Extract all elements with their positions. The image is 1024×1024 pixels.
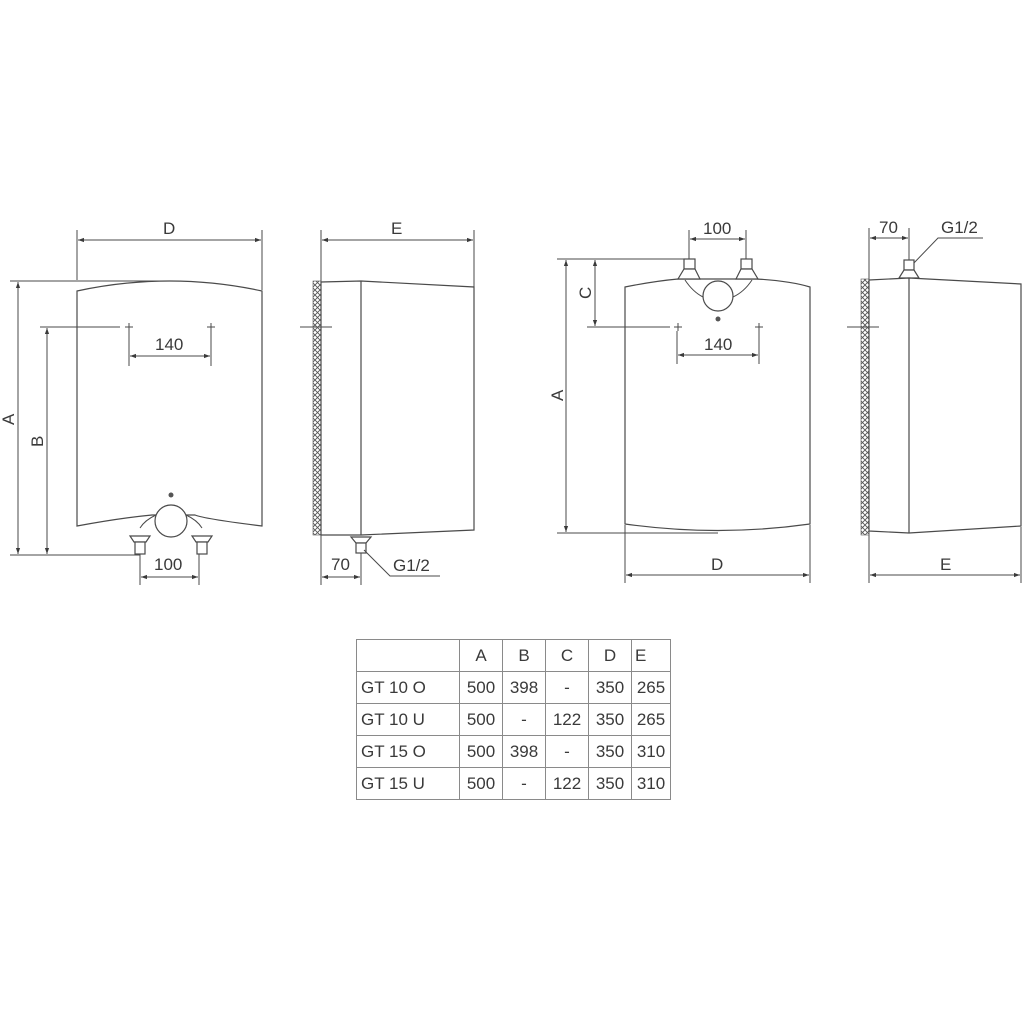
table-header-e: E — [631, 639, 671, 672]
dim-label-140: 140 — [155, 335, 183, 354]
cell-d: 350 — [588, 671, 632, 704]
cell-b: - — [502, 703, 546, 736]
dim-label-c: C — [576, 287, 595, 299]
table-header-c: C — [545, 639, 589, 672]
cell-c: 122 — [545, 767, 589, 800]
dimensions-table: A B C D E GT 10 O 500 398 - 350 265 GT 1… — [356, 639, 671, 800]
model-cell: GT 10 U — [356, 703, 460, 736]
cell-e: 310 — [631, 735, 671, 768]
table-row: GT 10 O 500 398 - 350 265 — [356, 671, 671, 704]
dim-label-a-under: A — [548, 389, 567, 401]
dim-label-e-under: E — [940, 555, 951, 574]
dim-label-b: B — [28, 436, 47, 447]
cell-a: 500 — [459, 671, 503, 704]
over-sink-side-view: E 70 G1/2 — [300, 219, 475, 585]
dim-label-140-under: 140 — [704, 335, 732, 354]
cell-a: 500 — [459, 767, 503, 800]
cell-e: 265 — [631, 703, 671, 736]
dim-label-70: 70 — [331, 555, 350, 574]
cell-e: 265 — [631, 671, 671, 704]
dim-label-100-top: 100 — [703, 219, 731, 238]
model-cell: GT 15 U — [356, 767, 460, 800]
cell-d: 350 — [588, 735, 632, 768]
under-sink-front-view: 100 A C 140 D — [548, 219, 811, 583]
dim-label-e: E — [391, 219, 402, 238]
cell-b: - — [502, 767, 546, 800]
table-header-row: A B C D E — [356, 639, 671, 672]
over-sink-front-view: D A B 140 100 — [0, 219, 263, 585]
cell-b: 398 — [502, 671, 546, 704]
under-sink-side-view: 70 G1/2 E — [847, 218, 1022, 583]
table-header-b: B — [502, 639, 546, 672]
cell-a: 500 — [459, 735, 503, 768]
thread-label-under: G1/2 — [941, 218, 978, 237]
cell-c: 122 — [545, 703, 589, 736]
table-header-a: A — [459, 639, 503, 672]
table-row: GT 10 U 500 - 122 350 265 — [356, 703, 671, 736]
dim-label-d: D — [163, 219, 175, 238]
dim-label-100: 100 — [154, 555, 182, 574]
thread-label: G1/2 — [393, 556, 430, 575]
cell-a: 500 — [459, 703, 503, 736]
dim-label-d-under: D — [711, 555, 723, 574]
table-row: GT 15 U 500 - 122 350 310 — [356, 767, 671, 800]
cell-c: - — [545, 671, 589, 704]
cell-b: 398 — [502, 735, 546, 768]
cell-d: 350 — [588, 703, 632, 736]
cell-e: 310 — [631, 767, 671, 800]
table-row: GT 15 O 500 398 - 350 310 — [356, 735, 671, 768]
model-cell: GT 10 O — [356, 671, 460, 704]
dim-label-a: A — [0, 413, 18, 425]
model-cell: GT 15 O — [356, 735, 460, 768]
dim-label-70-under: 70 — [879, 218, 898, 237]
cell-c: - — [545, 735, 589, 768]
cell-d: 350 — [588, 767, 632, 800]
table-header-d: D — [588, 639, 632, 672]
table-header-corner — [356, 639, 460, 672]
